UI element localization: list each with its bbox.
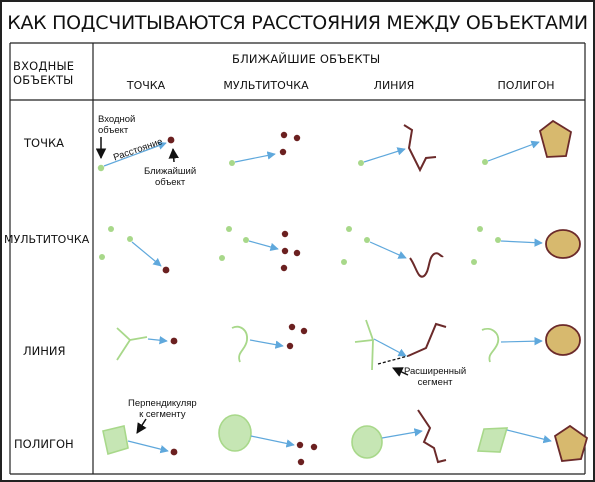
cell-multipoint-point	[99, 226, 170, 274]
column-header-polygon: ПОЛИГОН	[497, 79, 555, 92]
extended-segment-annotation: Расширенный сегмент	[404, 366, 466, 388]
nearest-object-annotation: Ближайший объект	[144, 166, 196, 188]
nearest-object-line-2: объект	[154, 177, 186, 188]
cell-point-line	[358, 124, 437, 173]
perpendicular-line-2: к сегменту	[139, 409, 186, 420]
cell-polygon-line	[351, 409, 447, 464]
input-object-line-1: Входной	[98, 114, 136, 125]
cell-line-polygon	[481, 324, 581, 363]
cell-line-point	[116, 327, 178, 361]
cell-multipoint-polygon	[471, 226, 581, 265]
cell-polygon-point	[102, 418, 178, 456]
cell-line-multipoint	[231, 323, 308, 363]
cell-point-polygon	[482, 119, 573, 165]
diagram-title: КАК ПОДСЧИТЫВАЮТСЯ РАССТОЯНИЯ МЕЖДУ ОБЪЕ…	[7, 12, 588, 34]
cell-line-line	[354, 319, 447, 377]
row-label-polygon: ПОЛИГОН	[14, 437, 74, 451]
column-header-multipoint: МУЛЬТИТОЧКА	[223, 79, 309, 92]
extended-segment-line-2: сегмент	[417, 377, 453, 388]
cell-multipoint-multipoint	[219, 226, 301, 272]
perpendicular-line-1: Перпендикуляр	[128, 398, 197, 409]
cell-polygon-multipoint	[218, 414, 318, 466]
cell-point-multipoint	[229, 131, 301, 166]
column-header-point: ТОЧКА	[126, 79, 166, 92]
cell-point-point	[95, 136, 179, 172]
input-header-line-1: ВХОДНЫЕ	[13, 59, 75, 73]
row-label-line: ЛИНИЯ	[23, 344, 66, 358]
input-object-line-2: объект	[98, 125, 129, 136]
nearest-object-line-1: Ближайший	[144, 166, 197, 177]
row-label-multipoint: МУЛЬТИТОЧКА	[4, 233, 90, 246]
input-objects-header: ВХОДНЫЕ ОБЪЕКТЫ	[13, 59, 74, 87]
input-object-annotation: Входной объект	[98, 114, 135, 136]
column-header-line: ЛИНИЯ	[373, 79, 415, 92]
cell-polygon-polygon	[476, 424, 589, 462]
row-label-point: ТОЧКА	[24, 136, 64, 150]
near-objects-header: БЛИЖАЙШИЕ ОБЪЕКТЫ	[232, 52, 381, 66]
extended-segment-line-1: Расширенный	[404, 366, 467, 377]
input-header-line-2: ОБЪЕКТЫ	[13, 73, 74, 87]
perpendicular-annotation: Перпендикуляр к сегменту	[128, 398, 197, 420]
cell-multipoint-line	[341, 226, 444, 278]
